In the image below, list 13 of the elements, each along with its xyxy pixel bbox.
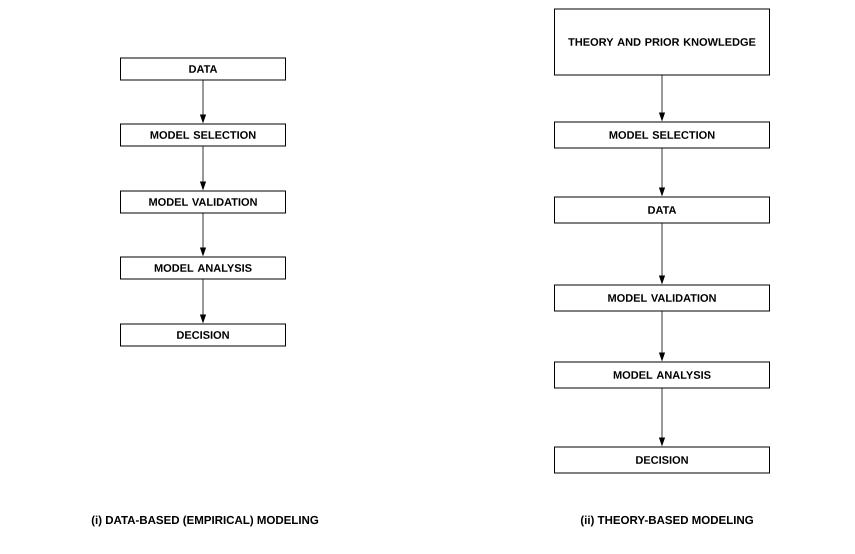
process-box: MODEL VALIDATION <box>554 284 770 312</box>
process-box: DATA <box>554 196 770 224</box>
process-box: DECISION <box>554 446 770 474</box>
caption: (i) DATA-BASED (EMPIRICAL) MODELING <box>92 516 318 526</box>
process-box: MODEL SELECTION <box>554 122 770 148</box>
process-box: MODEL ANALYSIS <box>554 361 770 388</box>
process-box: DECISION <box>120 323 286 346</box>
process-box: MODEL ANALYSIS <box>120 256 286 280</box>
process-box: THEORY AND PRIOR KNOWLEDGE <box>554 8 770 76</box>
caption: (ii) THEORY-BASED MODELING <box>580 516 753 526</box>
process-box: MODEL SELECTION <box>120 124 286 146</box>
process-box: MODEL VALIDATION <box>120 190 286 214</box>
process-box: DATA <box>120 58 286 80</box>
